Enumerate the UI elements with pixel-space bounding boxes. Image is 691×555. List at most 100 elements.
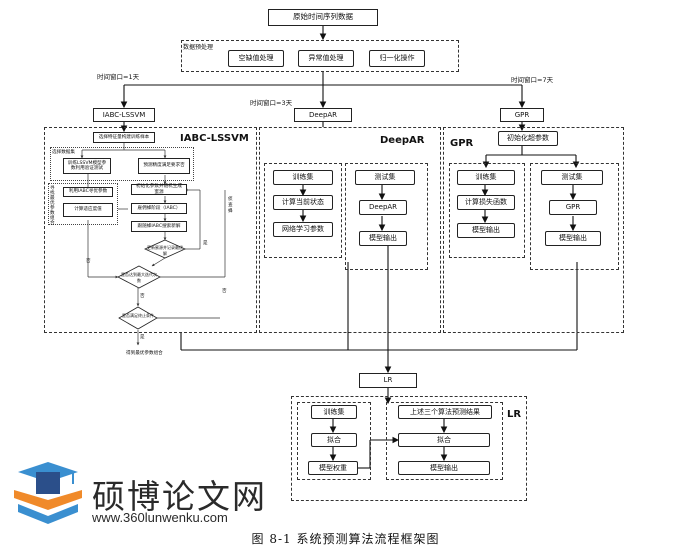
- iabc-yes-2: 是: [140, 335, 145, 340]
- iabc-step-employed-label: 雇佣蜂阶段（IABC）: [137, 205, 181, 211]
- gpr-init-node: 初始化超参数: [498, 131, 558, 146]
- gpr-init-label: 初始化超参数: [507, 134, 549, 143]
- lr-group: [291, 396, 527, 501]
- gpr-title: GPR: [450, 138, 474, 149]
- iabc-step-train: 训练LSSVM模型参数利用验证测试: [63, 158, 111, 174]
- iabc-step-init-left: 利用IABC寻优参数: [63, 187, 113, 197]
- iabc-step-init-source: 初始化参数并随机生成蜜源: [131, 184, 187, 195]
- lr-output-label: 模型输出: [430, 463, 458, 472]
- iabc-yes-1: 是: [203, 241, 208, 246]
- gpr-test-label: 测试集: [561, 173, 583, 182]
- iabc-title: IABC-LSSVM: [180, 133, 249, 144]
- gpr-loss-node: 计算损失函数: [457, 195, 515, 210]
- deepar-train-label: 训练集: [292, 173, 314, 182]
- lr-weight-label: 模型权重: [319, 463, 347, 472]
- lr-fit2-label: 拟合: [437, 435, 451, 444]
- iabc-step-sample: 选择特征量构建训练样本: [93, 132, 155, 143]
- gpr-model-label: GPR: [565, 203, 581, 212]
- iabc-scout-label: 侦查蜂: [228, 197, 233, 214]
- preprocess-group: [181, 40, 459, 72]
- iabc-step-onlooker-label: 跟随蜂IABC搜索新解: [137, 223, 181, 229]
- gpr-group: [443, 127, 624, 333]
- iabc-step-fitness-left-label: 计算适应度值: [74, 207, 102, 213]
- iabc-step-fitness-left: 计算适应度值: [63, 203, 113, 217]
- gpr-out-left-label: 模型输出: [472, 226, 500, 235]
- deepar-branch-label: DeepAR: [308, 110, 338, 119]
- iabc-group: [44, 127, 257, 333]
- watermark-url: www.360lunwenku.com: [92, 510, 228, 525]
- deepar-model-label: DeepAR: [368, 203, 398, 212]
- iabc-step-init-source-label: 初始化参数并随机生成蜜源: [136, 184, 182, 195]
- lr-fit2-node: 拟合: [398, 433, 490, 447]
- watermark-logo-icon: [14, 462, 82, 524]
- normalize-node: 归一化操作: [369, 50, 425, 67]
- gpr-model-node: GPR: [549, 200, 597, 215]
- lr-results-label: 上述三个算法预测结果: [410, 407, 480, 416]
- deepar-output-label: 模型输出: [369, 234, 397, 243]
- deepar-test-label: 测试集: [374, 173, 396, 182]
- lr-results-node: 上述三个算法预测结果: [398, 405, 492, 419]
- iabc-dataset-group: [50, 147, 194, 181]
- lr-output-node: 模型输出: [398, 461, 490, 475]
- iabc-no-2: 否: [222, 289, 227, 294]
- deepar-model-node: DeepAR: [359, 200, 407, 215]
- deepar-calc-label: 计算当前状态: [282, 198, 324, 207]
- raw-data-label: 原始时间序列数据: [293, 12, 353, 22]
- iabc-search-group: [48, 183, 118, 225]
- deepar-train-node: 训练集: [273, 170, 333, 185]
- lr-fit-label: 拟合: [327, 435, 341, 444]
- lr-result-group: [386, 402, 503, 480]
- deepar-output-node: 模型输出: [359, 231, 407, 246]
- iabc-search-title: 寻找最优参数组合: [50, 186, 55, 227]
- iabc-output-label: 得到最优参数组合: [126, 351, 163, 356]
- deepar-branch-node: DeepAR: [294, 108, 352, 122]
- gpr-test-node: 测试集: [541, 170, 603, 185]
- lr-fit-node: 拟合: [311, 433, 357, 447]
- iabc-branch-label: IABC-LSSVM: [102, 110, 146, 119]
- iabc-step-accuracy-label: 预测精度满足要求否: [143, 163, 185, 169]
- gpr-train-node: 训练集: [457, 170, 515, 185]
- deepar-train-group: [264, 163, 342, 258]
- gpr-out-left-node: 模型输出: [457, 223, 515, 238]
- deepar-group: [259, 127, 441, 333]
- normalize-label: 归一化操作: [379, 54, 415, 63]
- preprocess-title: 数据预处理: [183, 44, 214, 51]
- missing-value-label: 空缺值处理: [238, 54, 274, 63]
- deepar-calc-node: 计算当前状态: [273, 195, 333, 210]
- gpr-loss-label: 计算损失函数: [465, 198, 507, 207]
- deepar-test-group: [345, 163, 428, 270]
- raw-data-node: 原始时间序列数据: [268, 9, 378, 26]
- deepar-learn-label: 网络学习参数: [282, 225, 324, 234]
- gpr-test-group: [530, 163, 619, 270]
- lr-train-group: [297, 402, 371, 480]
- iabc-step-accuracy: 预测精度满足要求否: [138, 158, 190, 174]
- lr-branch-label: LR: [383, 376, 393, 385]
- watermark-title: 硕博论文网: [92, 477, 267, 516]
- gpr-out-right-node: 模型输出: [545, 231, 601, 246]
- gpr-branch-label: GPR: [514, 110, 530, 119]
- iabc-step-init-left-label: 利用IABC寻优参数: [68, 189, 108, 195]
- outlier-label: 异常值处理: [308, 54, 344, 63]
- gpr-out-right-label: 模型输出: [559, 234, 587, 243]
- iabc-decision-terminate-label: 是否满足终止条件: [122, 313, 154, 318]
- iabc-branch-node: IABC-LSSVM: [93, 108, 155, 122]
- figure-caption: 图 8-1 系统预测算法流程框架图: [251, 532, 440, 546]
- iabc-no-1: 否: [140, 294, 145, 299]
- iabc-decision-maxiter: [117, 265, 161, 289]
- iabc-step-onlooker: 跟随蜂IABC搜索新解: [131, 221, 187, 232]
- lr-branch-node: LR: [359, 373, 417, 388]
- iabc-decision-terminate: [118, 306, 158, 330]
- iabc-step-train-label: 训练LSSVM模型参数利用验证测试: [67, 160, 107, 171]
- lr-train-label: 训练集: [323, 407, 345, 416]
- window-7-label: 时间窗口=7天: [511, 76, 554, 84]
- gpr-train-group: [449, 163, 525, 258]
- iabc-step-sample-label: 选择特征量构建训练样本: [98, 134, 150, 140]
- iabc-dataset-title: 选择数据集: [52, 150, 75, 155]
- iabc-step-employed: 雇佣蜂阶段（IABC）: [131, 203, 187, 214]
- deepar-title: DeepAR: [380, 135, 425, 146]
- window-3-label: 时间窗口=3天: [250, 99, 293, 107]
- deepar-learn-node: 网络学习参数: [273, 222, 333, 237]
- gpr-branch-node: GPR: [500, 108, 544, 122]
- outlier-node: 异常值处理: [298, 50, 354, 67]
